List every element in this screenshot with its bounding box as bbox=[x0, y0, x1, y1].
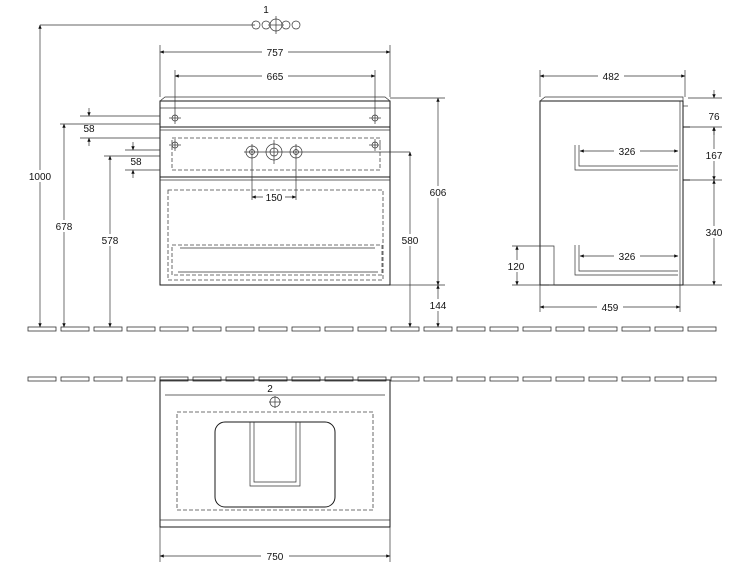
floor-segment bbox=[225, 326, 255, 332]
floor-segment bbox=[93, 326, 123, 332]
floor-segment bbox=[324, 376, 354, 382]
dim-120: 120 bbox=[508, 262, 525, 273]
floor-segment bbox=[357, 326, 387, 332]
floor-segment bbox=[159, 376, 189, 382]
dim-144: 144 bbox=[430, 301, 447, 312]
floor-segment bbox=[357, 376, 387, 382]
floor-segment bbox=[456, 326, 486, 332]
siphon-connection-icon bbox=[244, 140, 410, 200]
tap-hole-icon bbox=[169, 112, 381, 151]
top-bowl-outline bbox=[176, 411, 374, 511]
floor-segment bbox=[159, 326, 189, 332]
floor-segment bbox=[60, 326, 90, 332]
floor-segment bbox=[588, 326, 618, 332]
side-view: 482 459 326 326 76 167 340 bbox=[504, 70, 726, 314]
floor-segment bbox=[654, 376, 684, 382]
floor-segment bbox=[489, 376, 519, 382]
dim-340: 340 bbox=[706, 228, 723, 239]
floor-segment bbox=[60, 376, 90, 382]
floor-segment bbox=[390, 326, 420, 332]
dim-326-bottom: 326 bbox=[619, 252, 636, 263]
floor-segment bbox=[192, 376, 222, 382]
floor-line-top bbox=[27, 376, 717, 382]
floor-segment bbox=[489, 326, 519, 332]
dim-167: 167 bbox=[706, 151, 723, 162]
dim-578: 578 bbox=[102, 236, 119, 247]
floor-segment bbox=[621, 376, 651, 382]
front-top-drawer-inner bbox=[171, 137, 381, 171]
dim-482: 482 bbox=[603, 72, 620, 83]
floor-segment bbox=[522, 326, 552, 332]
callout-1-label: 1 bbox=[263, 5, 269, 16]
dim-459: 459 bbox=[602, 303, 619, 314]
floor-segment bbox=[126, 376, 156, 382]
floor-segment bbox=[258, 326, 288, 332]
floor-segment bbox=[687, 326, 717, 332]
overflow-icon bbox=[269, 396, 281, 408]
dim-58-mid: 58 bbox=[130, 157, 142, 168]
floor-segment bbox=[555, 376, 585, 382]
front-cabinet-outline bbox=[159, 100, 391, 286]
callout-2-label: 2 bbox=[267, 384, 273, 395]
floor-segment bbox=[390, 376, 420, 382]
floor-segment bbox=[687, 376, 717, 382]
floor-segment bbox=[291, 376, 321, 382]
drain-symbol-icon bbox=[251, 16, 301, 34]
side-cabinet-outline bbox=[539, 100, 684, 286]
top-view: 2 750 bbox=[159, 379, 391, 563]
floor-segment bbox=[192, 326, 222, 332]
dim-665: 665 bbox=[267, 72, 284, 83]
floor-segment bbox=[654, 326, 684, 332]
basin-bowl bbox=[214, 421, 336, 508]
top-cabinet-outline bbox=[159, 379, 391, 528]
front-bottom-drawer-inner bbox=[167, 189, 384, 281]
dim-150: 150 bbox=[266, 193, 283, 204]
floor-segment bbox=[522, 376, 552, 382]
floor-segment bbox=[291, 326, 321, 332]
dim-76: 76 bbox=[708, 112, 720, 123]
front-basin-top bbox=[159, 96, 391, 102]
dim-580: 580 bbox=[402, 236, 419, 247]
floor-segment bbox=[456, 376, 486, 382]
floor-segment bbox=[258, 376, 288, 382]
dim-678: 678 bbox=[56, 222, 73, 233]
floor-line-front bbox=[27, 326, 717, 332]
dim-757: 757 bbox=[267, 48, 284, 59]
floor-segment bbox=[324, 326, 354, 332]
floor-segment bbox=[126, 326, 156, 332]
floor-segment bbox=[621, 326, 651, 332]
floor-segment bbox=[555, 326, 585, 332]
floor-segment bbox=[93, 376, 123, 382]
floor-segment bbox=[225, 376, 255, 382]
dim-58-top: 58 bbox=[83, 124, 95, 135]
floor-segment bbox=[423, 376, 453, 382]
dim-1000: 1000 bbox=[29, 172, 52, 183]
floor-segment bbox=[423, 326, 453, 332]
floor-segment bbox=[27, 326, 57, 332]
dim-750: 750 bbox=[267, 552, 284, 563]
floor-segment bbox=[588, 376, 618, 382]
front-view: 1 bbox=[26, 5, 450, 328]
dim-326-top: 326 bbox=[619, 147, 636, 158]
floor-segment bbox=[27, 376, 57, 382]
dim-606: 606 bbox=[430, 188, 447, 199]
